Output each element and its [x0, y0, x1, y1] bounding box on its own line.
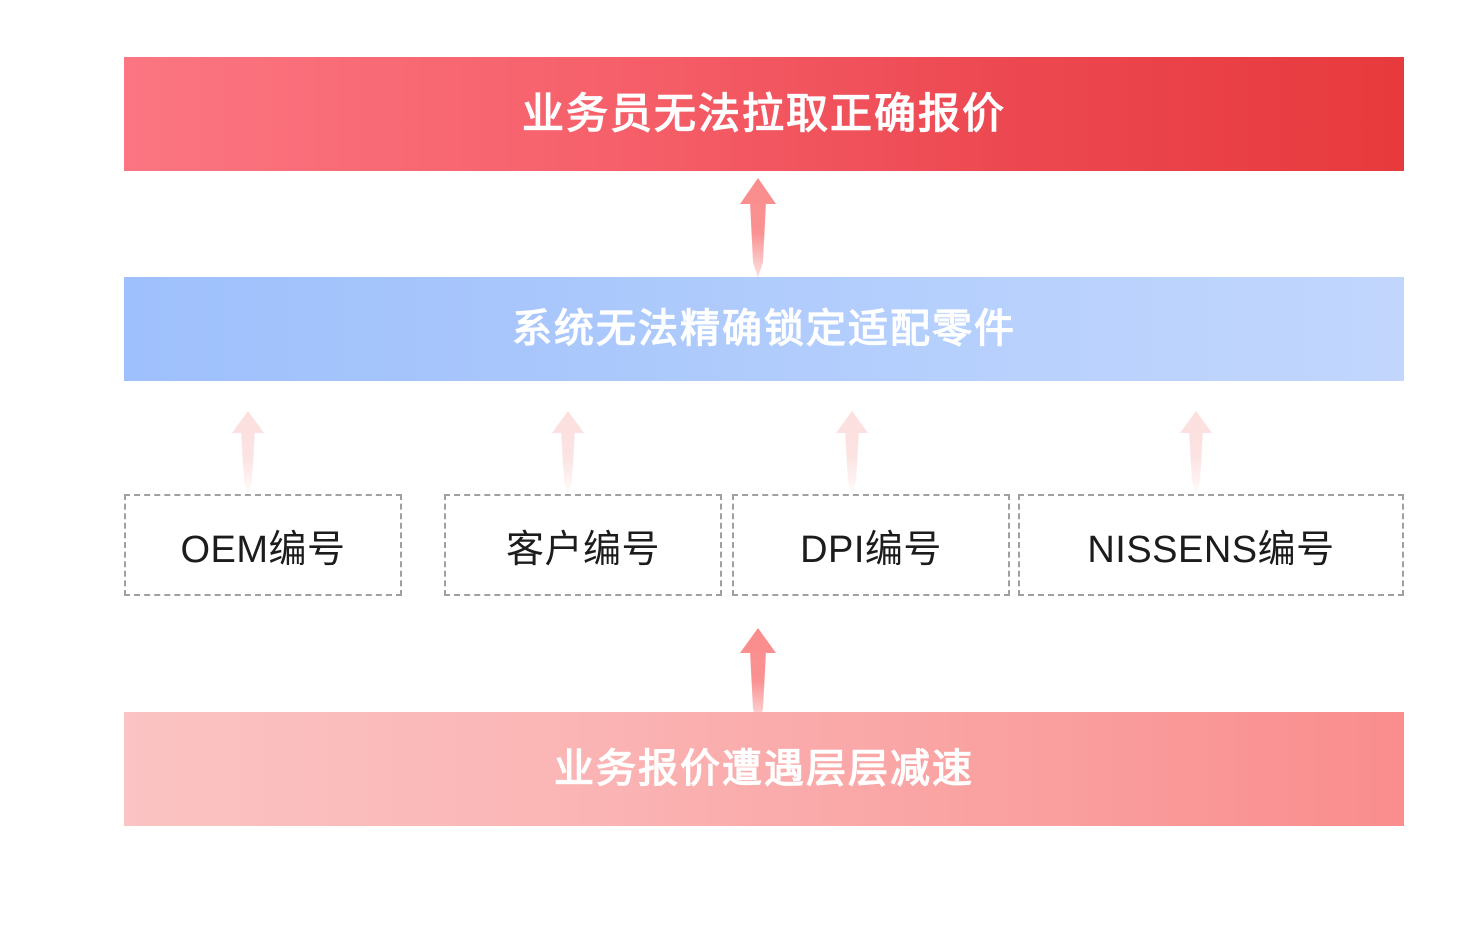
banner-system-label: 系统无法精确锁定适配零件 [512, 307, 1016, 351]
identifier-box-nissens-label: NISSENS编号 [1087, 528, 1335, 571]
banner-outcome-label: 业务员无法拉取正确报价 [521, 90, 1006, 137]
banner-business: 业务报价遭遇层层减速 [124, 712, 1404, 826]
identifier-box-customer[interactable]: 客户编号 [444, 494, 722, 596]
identifier-box-customer-label: 客户编号 [505, 528, 660, 571]
identifier-box-row: OEM编号 客户编号 DPI编号 NISSENS编号 [124, 494, 1404, 596]
identifier-box-oem-label: OEM编号 [180, 528, 346, 571]
banner-business-label: 业务报价遭遇层层减速 [554, 747, 974, 791]
identifier-box-dpi[interactable]: DPI编号 [732, 494, 1010, 596]
arrow-up-item-dpi [830, 411, 874, 495]
arrow-up-item-oem [226, 411, 270, 495]
arrow-up-system-to-outcome [733, 178, 783, 278]
arrow-up-business-to-items [733, 628, 783, 724]
arrow-up-item-nissens [1174, 411, 1218, 495]
identifier-box-nissens[interactable]: NISSENS编号 [1018, 494, 1404, 596]
banner-system: 系统无法精确锁定适配零件 [124, 277, 1404, 381]
identifier-box-oem[interactable]: OEM编号 [124, 494, 402, 596]
banner-outcome: 业务员无法拉取正确报价 [124, 57, 1404, 171]
identifier-box-dpi-label: DPI编号 [800, 528, 942, 571]
arrow-up-item-customer [546, 411, 590, 495]
